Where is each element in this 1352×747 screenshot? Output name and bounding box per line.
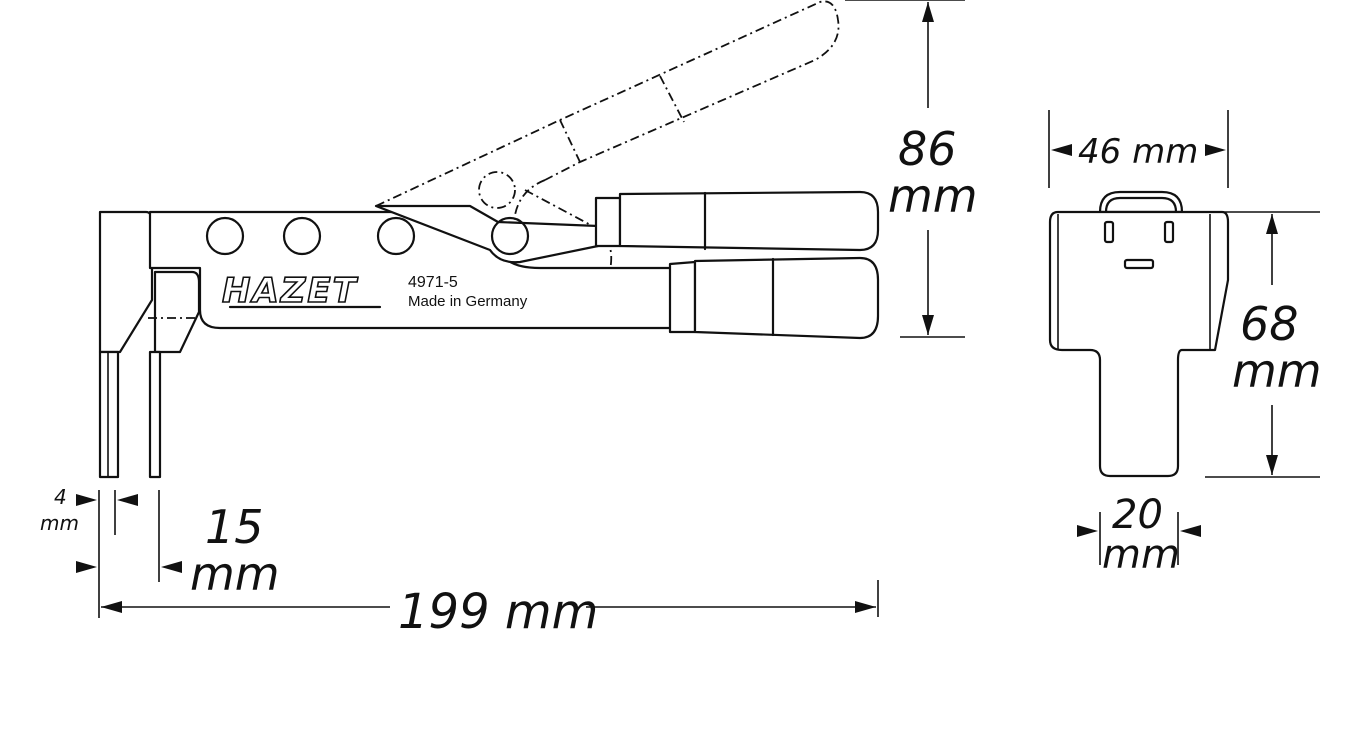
svg-text:20: 20 — [1112, 492, 1163, 538]
svg-text:15: 15 — [205, 500, 264, 554]
dimension-height-side: 86 mm — [845, 0, 978, 338]
rivet-hole-1 — [205, 216, 245, 256]
svg-text:mm: mm — [190, 547, 280, 601]
pivot-hole — [490, 216, 530, 256]
slot-right — [1163, 220, 1175, 244]
slot-center — [1123, 258, 1155, 270]
rivet-hole-3 — [376, 216, 416, 256]
slot-left — [1103, 220, 1115, 244]
model-number: 4971-5 — [408, 274, 458, 291]
svg-text:mm: mm — [1102, 532, 1180, 578]
svg-text:4: 4 — [54, 485, 67, 509]
dimension-overall-length: 199 mm — [101, 580, 879, 640]
svg-text:68: 68 — [1240, 297, 1299, 351]
svg-text:mm: mm — [40, 511, 79, 535]
svg-text:mm: mm — [888, 169, 978, 223]
svg-text:86: 86 — [898, 122, 957, 176]
dimension-jaw-thickness: 4 mm — [40, 485, 138, 618]
origin-label: Made in Germany — [408, 293, 528, 310]
plier-front-view — [1048, 190, 1230, 478]
brand-logo: HAZET — [222, 271, 359, 311]
plier-side-view: HAZET 4971-5 Made in Germany — [98, 190, 880, 479]
dimension-jaw-gap: 15 mm — [158, 490, 280, 601]
svg-text:46 mm: 46 mm — [1078, 132, 1198, 172]
rivet-hole-2 — [282, 216, 322, 256]
svg-text:mm: mm — [1232, 344, 1322, 398]
dimension-head-width: 46 mm — [1048, 110, 1229, 188]
dimension-head-height: 68 mm — [1205, 211, 1322, 478]
dimension-tip-width: 20 mm — [1077, 492, 1201, 578]
svg-text:199 mm: 199 mm — [398, 584, 598, 640]
